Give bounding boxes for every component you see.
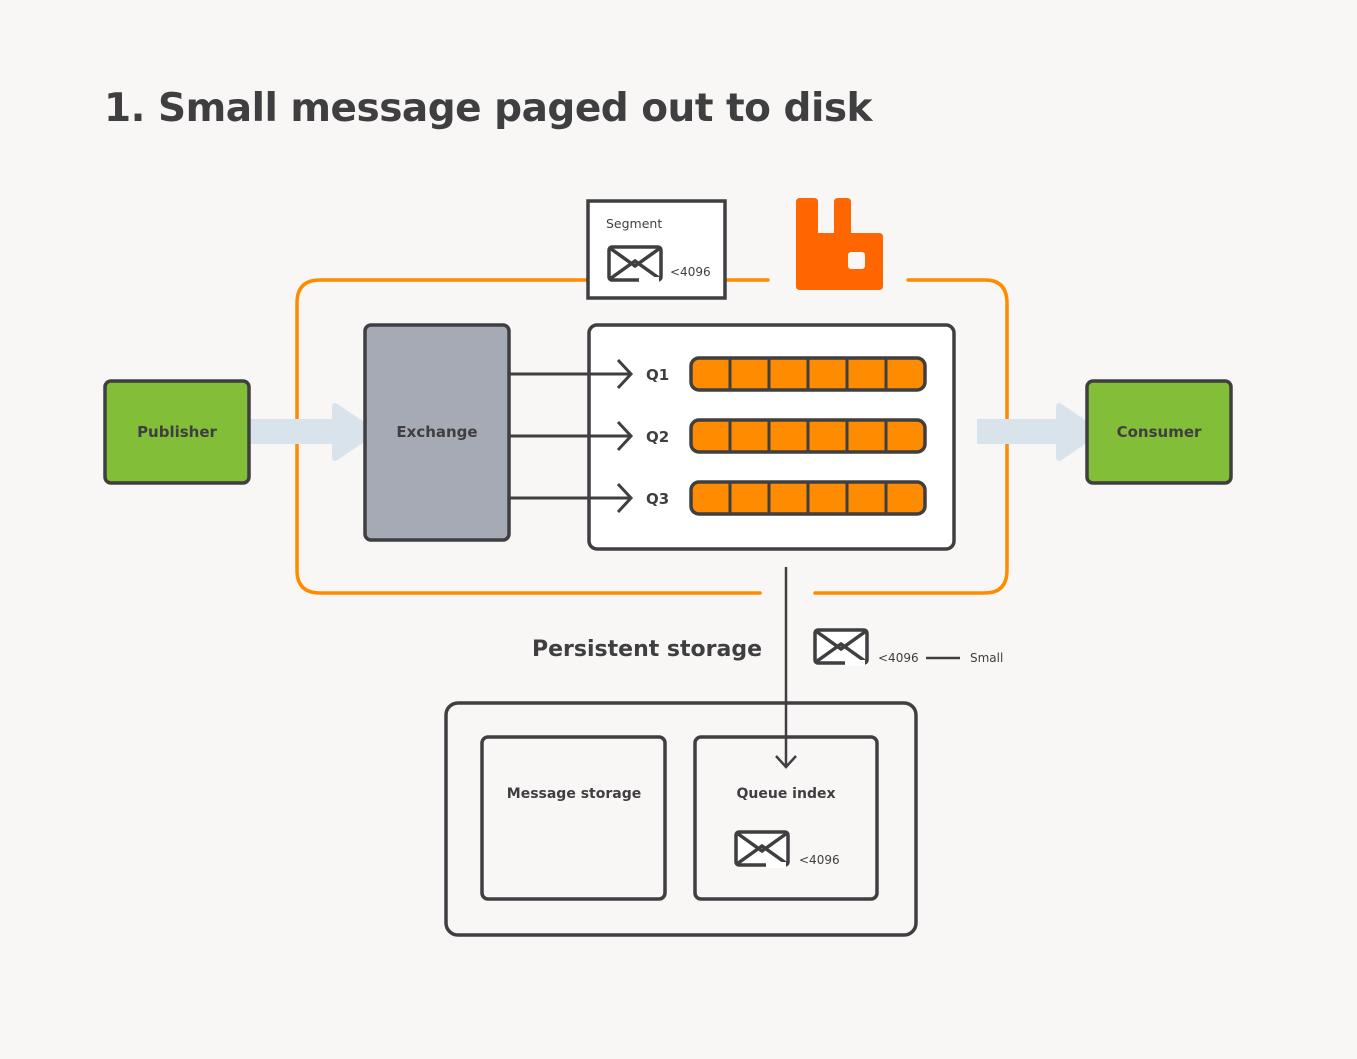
exchange-node[interactable]: Exchange bbox=[363, 323, 511, 542]
exchange-label: Exchange bbox=[396, 423, 477, 441]
queue-label: Q2 bbox=[646, 428, 669, 446]
queue-row[interactable]: Q3 bbox=[510, 480, 927, 516]
diagram-title: 1. Small message paged out to disk bbox=[104, 86, 873, 131]
legend-size: <4096 bbox=[878, 651, 919, 665]
queue-row[interactable]: Q1 bbox=[510, 356, 927, 392]
queue-bar bbox=[689, 418, 927, 454]
flow-arrow-publisher-exchange bbox=[251, 403, 375, 461]
segment-label: Segment bbox=[606, 216, 662, 231]
envelope-icon bbox=[734, 830, 790, 870]
queue-bar bbox=[689, 480, 927, 516]
publisher-node[interactable]: Publisher bbox=[103, 379, 251, 485]
envelope-icon bbox=[607, 245, 663, 285]
consumer-label: Consumer bbox=[1117, 423, 1202, 441]
segment-size: <4096 bbox=[670, 265, 711, 279]
queue-row[interactable]: Q2 bbox=[510, 418, 927, 454]
queue-label: Q3 bbox=[646, 490, 669, 508]
consumer-node[interactable]: Consumer bbox=[1085, 379, 1233, 485]
segment-box: Segment <4096 bbox=[586, 199, 727, 300]
persistent-storage-box bbox=[444, 701, 918, 937]
queue-index-size: <4096 bbox=[799, 853, 840, 867]
message-storage-box[interactable]: Message storage bbox=[480, 735, 667, 901]
routing-arrow bbox=[510, 420, 634, 452]
page-out-arrow bbox=[775, 567, 797, 769]
queue-bar bbox=[689, 356, 927, 392]
legend-meaning: Small bbox=[970, 651, 1003, 665]
rabbitmq-logo-icon bbox=[796, 198, 883, 290]
publisher-label: Publisher bbox=[137, 423, 217, 441]
routing-arrow bbox=[510, 358, 634, 390]
routing-arrow bbox=[510, 482, 634, 514]
queue-index-box[interactable]: Queue index <4096 bbox=[693, 735, 879, 901]
envelope-icon bbox=[813, 628, 869, 668]
queue-label: Q1 bbox=[646, 366, 669, 384]
flow-arrow-queues-consumer bbox=[977, 403, 1099, 461]
message-storage-label: Message storage bbox=[507, 786, 641, 802]
size-legend: <4096 Small bbox=[813, 628, 1003, 668]
queue-index-label: Queue index bbox=[736, 786, 835, 802]
persistent-storage-label: Persistent storage bbox=[532, 637, 762, 662]
